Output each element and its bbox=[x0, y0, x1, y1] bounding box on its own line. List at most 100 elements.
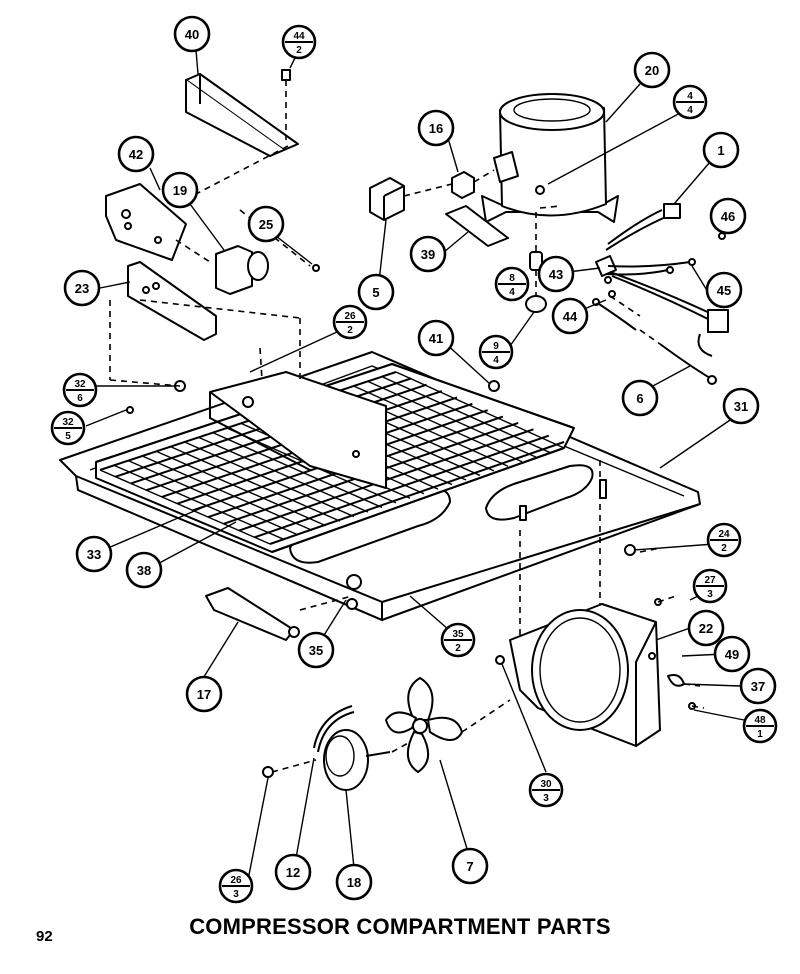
callout-8-4-top: 8 bbox=[509, 273, 515, 284]
divider-panel bbox=[209, 371, 387, 489]
fan-blade bbox=[385, 677, 463, 773]
callout-30-3-top: 30 bbox=[540, 779, 552, 790]
coil-fin bbox=[156, 450, 327, 527]
callout-24-2: 24 2 bbox=[706, 522, 742, 558]
coil-fin bbox=[212, 432, 383, 509]
coil-fin bbox=[99, 469, 271, 545]
callout-32-6-bottom: 6 bbox=[77, 393, 83, 404]
callout-38-label: 38 bbox=[137, 563, 151, 578]
callout-35: 35 bbox=[297, 631, 335, 669]
callout-35-2-top: 35 bbox=[452, 629, 464, 640]
callout-12-label: 12 bbox=[286, 865, 300, 880]
callout-43-label: 43 bbox=[549, 267, 563, 282]
callout-18-label: 18 bbox=[347, 875, 361, 890]
callout-24-2-top: 24 bbox=[718, 529, 730, 540]
relay-part bbox=[369, 177, 405, 221]
callout-32-5-bottom: 5 bbox=[65, 431, 71, 442]
callout-44-2-bottom: 2 bbox=[296, 45, 302, 56]
callout-23-label: 23 bbox=[75, 281, 89, 296]
callout-26-2: 26 2 bbox=[332, 304, 368, 340]
callout-45-label: 45 bbox=[717, 283, 731, 298]
callout-31: 31 bbox=[722, 387, 760, 425]
callout-31-label: 31 bbox=[734, 399, 748, 414]
callout-49-label: 49 bbox=[725, 647, 739, 662]
callout-25-label: 25 bbox=[259, 217, 273, 232]
grommet bbox=[451, 171, 475, 199]
coil-fin bbox=[170, 446, 341, 522]
callout-6: 6 bbox=[621, 379, 659, 417]
callout-44: 44 bbox=[551, 297, 589, 335]
fan-motor bbox=[323, 729, 391, 791]
callout-26-3-top: 26 bbox=[230, 875, 242, 886]
coil-fin bbox=[142, 455, 313, 531]
callout-1-label: 1 bbox=[717, 143, 724, 158]
callout-8-4: 8 4 bbox=[494, 266, 530, 302]
callout-27-3: 27 3 bbox=[692, 568, 728, 604]
callout-35-label: 35 bbox=[309, 643, 323, 658]
callout-48-1-top: 48 bbox=[754, 715, 766, 726]
callout-9-4: 9 4 bbox=[478, 334, 514, 370]
coil-fin bbox=[395, 371, 565, 449]
bracket-23 bbox=[127, 261, 217, 341]
callout-4-4: 4 4 bbox=[672, 84, 708, 120]
callout-22: 22 bbox=[687, 609, 725, 647]
callout-40-label: 40 bbox=[185, 27, 199, 42]
callout-42: 42 bbox=[117, 135, 155, 173]
callout-38: 38 bbox=[125, 551, 163, 589]
callout-26-2-top: 26 bbox=[344, 311, 356, 322]
coil-fin bbox=[367, 380, 537, 458]
callout-49: 49 bbox=[713, 635, 751, 673]
coil-fin bbox=[127, 460, 299, 536]
coil-fin bbox=[381, 376, 551, 454]
callout-24-2-bottom: 2 bbox=[721, 543, 727, 554]
callout-35-2-bottom: 2 bbox=[455, 643, 461, 654]
callout-40: 40 bbox=[173, 15, 211, 53]
callout-16-top: 16 bbox=[417, 109, 455, 147]
callout-44-2: 44 2 bbox=[281, 24, 317, 60]
callout-43: 43 bbox=[537, 255, 575, 293]
callout-16-top-label: 16 bbox=[429, 121, 443, 136]
callout-32-6: 32 6 bbox=[62, 372, 98, 408]
plate-42 bbox=[105, 183, 187, 261]
callout-35-2: 35 2 bbox=[440, 622, 476, 658]
callout-44-label: 44 bbox=[563, 309, 578, 324]
callout-17: 17 bbox=[185, 675, 223, 713]
callout-12: 12 bbox=[274, 853, 312, 891]
coil-fin bbox=[113, 464, 285, 541]
assembly-lines bbox=[109, 80, 705, 773]
fan-shroud bbox=[509, 603, 661, 747]
callout-9-4-top: 9 bbox=[493, 341, 499, 352]
callout-7: 7 bbox=[451, 847, 489, 885]
callout-26-2-bottom: 2 bbox=[347, 325, 353, 336]
callout-37-label: 37 bbox=[751, 679, 765, 694]
wiring-harness bbox=[592, 203, 729, 385]
drier bbox=[205, 587, 300, 641]
callout-22-label: 22 bbox=[699, 621, 713, 636]
coil-fin bbox=[353, 385, 523, 463]
callout-1: 1 bbox=[702, 131, 740, 169]
callout-27-3-top: 27 bbox=[704, 575, 716, 586]
bracket-40 bbox=[185, 73, 299, 157]
diagram-title: COMPRESSOR COMPARTMENT PARTS bbox=[189, 914, 611, 939]
callout-33: 33 bbox=[75, 535, 113, 573]
clip bbox=[313, 705, 355, 753]
callout-32-5-top: 32 bbox=[62, 417, 74, 428]
callout-39-label: 39 bbox=[421, 247, 435, 262]
callout-42-label: 42 bbox=[129, 147, 143, 162]
callout-5-label: 5 bbox=[372, 285, 379, 300]
callout-41: 41 bbox=[417, 319, 455, 357]
callout-23: 23 bbox=[63, 269, 101, 307]
callout-44-2-top: 44 bbox=[293, 31, 305, 42]
callout-32-6-top: 32 bbox=[74, 379, 86, 390]
callout-33-label: 33 bbox=[87, 547, 101, 562]
callout-20: 20 bbox=[633, 51, 671, 89]
callout-41-label: 41 bbox=[429, 331, 443, 346]
callout-4-4-bottom: 4 bbox=[687, 105, 693, 116]
compressor bbox=[481, 93, 619, 223]
callout-19: 19 bbox=[161, 171, 199, 209]
callout-7-label: 7 bbox=[466, 859, 473, 874]
callout-20-label: 20 bbox=[645, 63, 659, 78]
callout-30-3: 30 3 bbox=[528, 772, 564, 808]
coil-fin bbox=[184, 441, 355, 518]
callout-39: 39 bbox=[409, 235, 447, 273]
